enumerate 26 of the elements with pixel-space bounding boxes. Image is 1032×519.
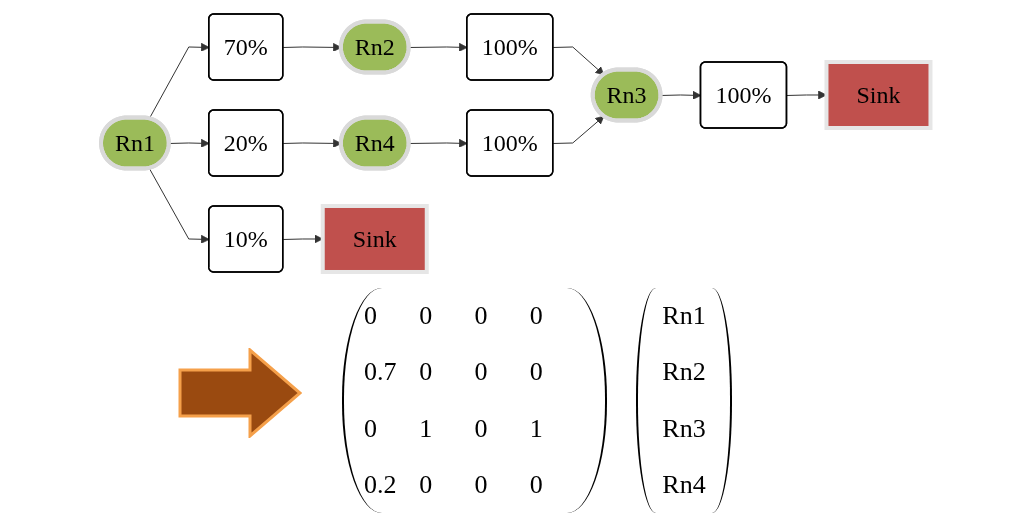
matrix-entry: 0.7 <box>364 357 397 388</box>
vector-entry: Rn4 <box>662 469 706 500</box>
node-box: Sink <box>824 59 933 130</box>
matrix-entry: 0 <box>419 357 433 388</box>
matrix-entry: 1 <box>419 413 433 444</box>
node-box: Sink <box>321 203 429 274</box>
matrix-entry: 0 <box>419 469 433 500</box>
matrix-entry: 0 <box>474 357 488 388</box>
matrix-entry: 0 <box>529 301 543 332</box>
matrix-entry: 0 <box>364 301 377 332</box>
matrix-entry: 0 <box>364 413 377 444</box>
vector-entry: Rn2 <box>662 357 706 388</box>
arrow <box>169 138 210 148</box>
vector-entry: Rn1 <box>662 301 706 332</box>
matrix-entry: 0 <box>474 413 488 444</box>
arrow <box>553 46 605 75</box>
matrix-entry: 0 <box>529 357 543 388</box>
matrix-entry: 0 <box>474 469 488 500</box>
matrix-entry: 0 <box>474 301 488 332</box>
matrix-entry: 0 <box>529 469 543 500</box>
arrow <box>149 167 210 244</box>
matrix-entry: 1 <box>529 413 543 444</box>
matrix-entry: 0.2 <box>364 469 397 500</box>
arrow <box>553 115 605 144</box>
vector-entry: Rn3 <box>662 413 706 444</box>
matrix-entry: 0 <box>419 301 433 332</box>
